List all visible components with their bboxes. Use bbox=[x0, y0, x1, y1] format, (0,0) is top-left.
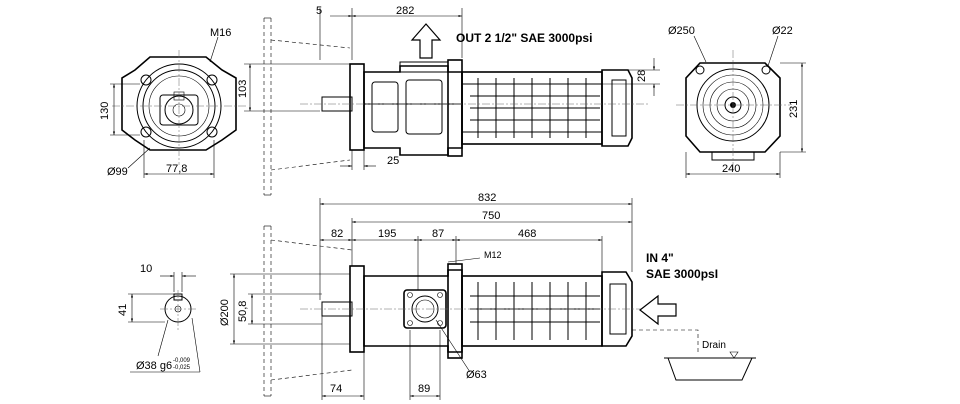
dim-89: 89 bbox=[418, 383, 430, 395]
label-drain: Drain bbox=[702, 340, 726, 351]
dim-231: 231 bbox=[788, 100, 800, 118]
dim-28: 28 bbox=[636, 70, 648, 82]
dim-750: 750 bbox=[482, 210, 500, 222]
dim-m16: M16 bbox=[210, 27, 231, 39]
dim-200: Ø200 bbox=[219, 299, 231, 326]
dim-41: 41 bbox=[117, 304, 129, 316]
rear-view bbox=[676, 35, 806, 178]
tolerance-lower: -0,025 bbox=[173, 365, 191, 371]
dim-74: 74 bbox=[330, 383, 342, 395]
dim-22: Ø22 bbox=[772, 25, 793, 37]
front-flange-view bbox=[110, 36, 246, 178]
label-out: OUT 2 1/2" SAE 3000psi bbox=[456, 31, 592, 45]
top-side-view bbox=[244, 8, 660, 196]
tolerance-upper: -0,009 bbox=[173, 358, 191, 364]
shaft-section-view bbox=[128, 272, 201, 373]
label-in-line1: IN 4" bbox=[646, 251, 674, 265]
dim-832: 832 bbox=[478, 192, 496, 204]
dim-195: 195 bbox=[378, 228, 396, 240]
dim-99: Ø99 bbox=[107, 166, 128, 178]
dim-82: 82 bbox=[331, 228, 343, 240]
dim-282: 282 bbox=[396, 5, 414, 17]
dim-5: 5 bbox=[316, 5, 322, 17]
dim-63: Ø63 bbox=[466, 369, 487, 381]
dim-103: 103 bbox=[237, 80, 249, 98]
dim-10: 10 bbox=[140, 263, 152, 275]
dim-25: 25 bbox=[387, 155, 399, 167]
dim-38-g6: Ø38 g6 bbox=[136, 360, 172, 372]
dim-50-8: 50,8 bbox=[237, 301, 249, 322]
label-in-line2: SAE 3000psI bbox=[646, 267, 718, 281]
dim-130: 130 bbox=[99, 102, 111, 120]
dim-87: 87 bbox=[432, 228, 444, 240]
dim-77-8: 77,8 bbox=[166, 163, 187, 175]
bottom-side-view bbox=[230, 198, 756, 400]
dim-m12: M12 bbox=[484, 250, 502, 260]
dim-468: 468 bbox=[518, 228, 536, 240]
dim-250: Ø250 bbox=[668, 25, 695, 37]
dim-240: 240 bbox=[722, 163, 740, 175]
